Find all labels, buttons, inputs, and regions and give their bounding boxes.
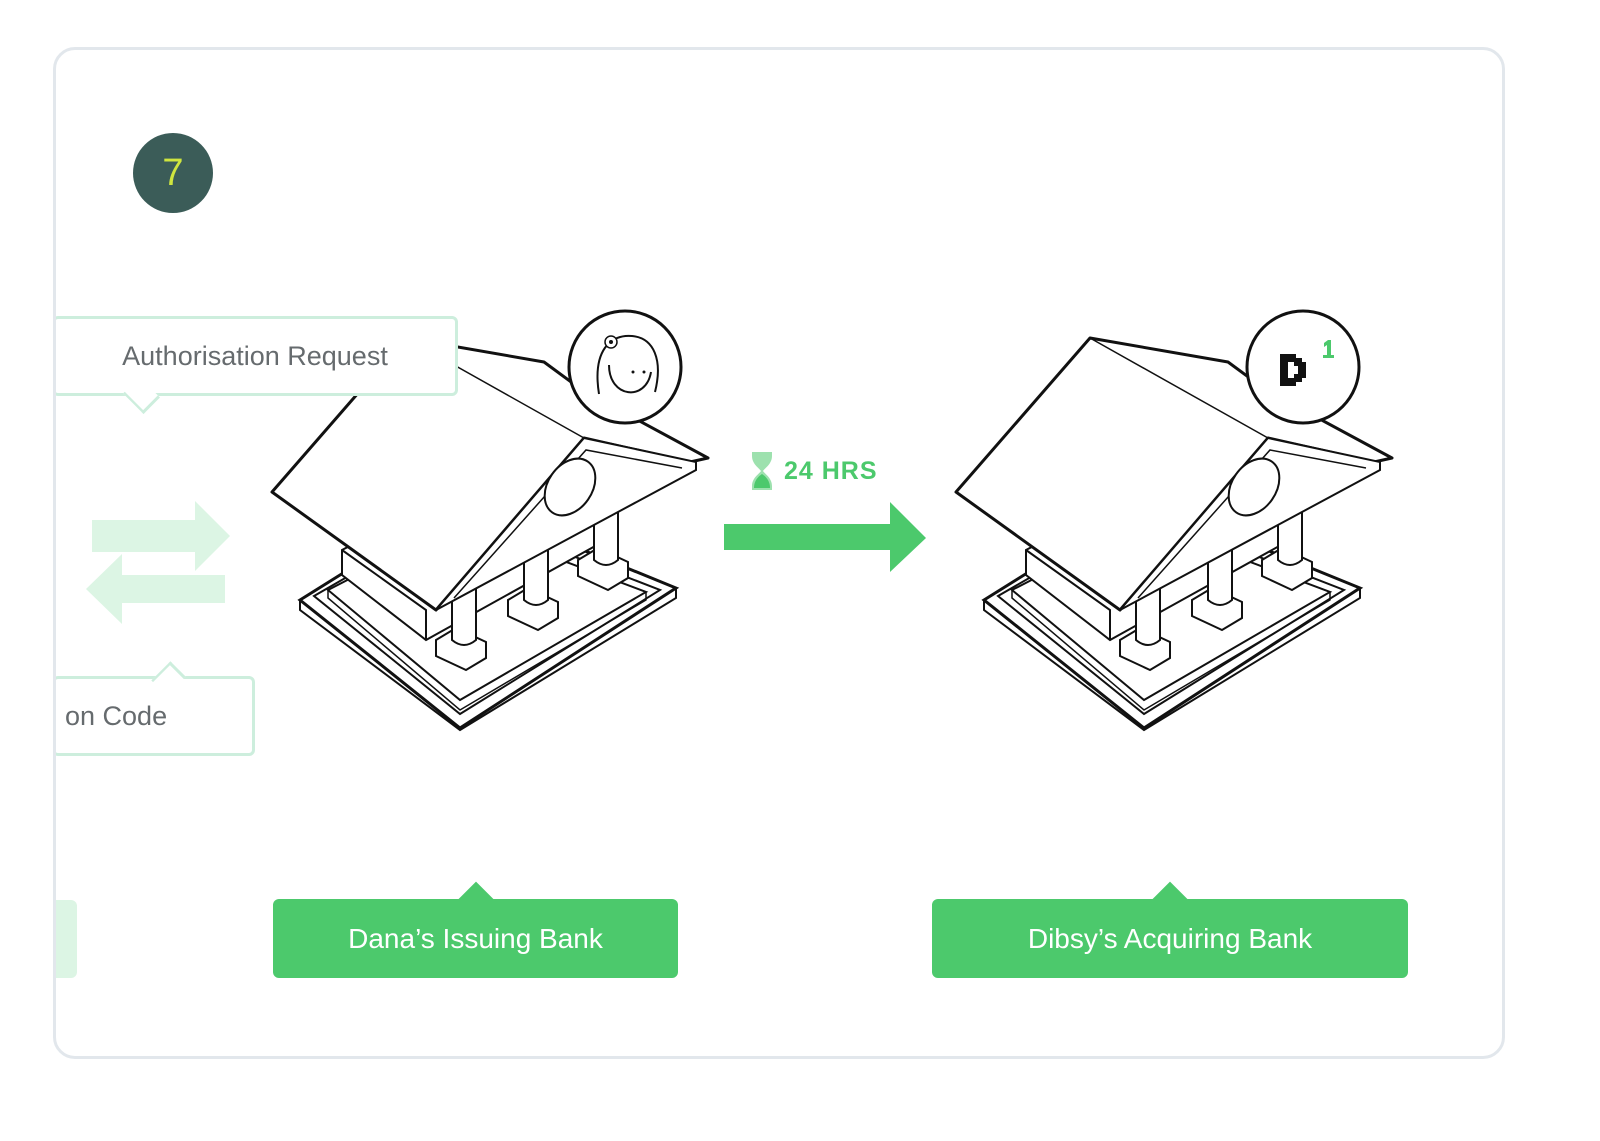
diagram-artwork (86, 309, 1394, 732)
exchange-arrows-icon (86, 501, 230, 624)
acquiring-bank-label: Dibsy’s Acquiring Bank (932, 899, 1408, 978)
step-number-badge: 7 (133, 133, 213, 213)
issuing-bank-text: Dana’s Issuing Bank (348, 922, 603, 954)
transfer-arrow (724, 502, 926, 572)
diagram-card: 7 (53, 47, 1505, 1059)
code-response-label: on Code (65, 700, 168, 731)
step-number: 7 (162, 151, 184, 194)
authorisation-request-bubble: Authorisation Request (56, 316, 458, 396)
previous-step-tab (56, 900, 77, 978)
code-response-bubble: on Code (56, 676, 255, 756)
hourglass-icon (752, 452, 772, 490)
acquiring-bank-text: Dibsy’s Acquiring Bank (1027, 922, 1313, 954)
issuing-bank-label: Dana’s Issuing Bank (273, 899, 678, 978)
authorisation-request-label: Authorisation Request (122, 340, 388, 371)
settlement-timer: 24 HRS (750, 450, 878, 492)
dana-face-icon (567, 309, 683, 425)
dibsy-logo-icon (1245, 309, 1361, 425)
timer-label: 24 HRS (784, 456, 878, 485)
